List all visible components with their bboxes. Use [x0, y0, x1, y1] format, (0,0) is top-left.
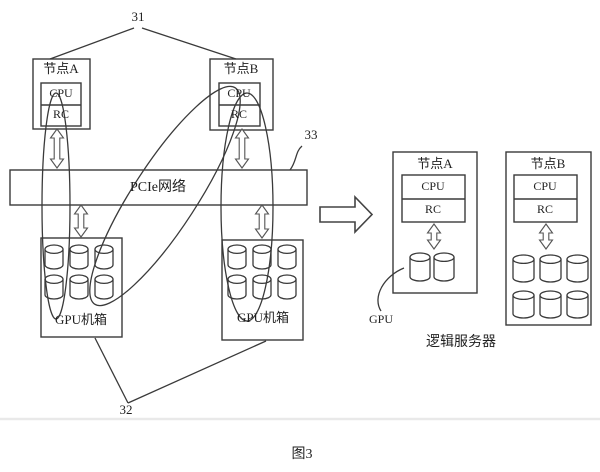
chassis-b-gpu-cylinder-top — [277, 244, 297, 255]
logical-server-caption: 逻辑服务器 — [426, 335, 496, 350]
logical-node-b-gpu-cylinder — [566, 295, 589, 319]
gpu-chassis-a-box — [40, 237, 123, 338]
node-b-cpu-label: CPU — [227, 86, 251, 100]
chassis-b-gpu-cylinder — [277, 249, 297, 270]
double-arrow-icon — [254, 204, 270, 239]
path-ellipse-cross — [89, 85, 241, 307]
chassis-a-gpu-cylinder-top — [94, 244, 114, 255]
logical-node-b-gpu-cylinder-top — [539, 254, 562, 265]
callout-32-label: 32 — [119, 402, 133, 417]
path-ellipse-node-b — [220, 92, 274, 322]
gpu-chassis-b-label: GPU机箱 — [236, 310, 290, 325]
node-a-cpu-label: CPU — [49, 86, 73, 100]
gpu-chassis-b-box — [221, 239, 304, 341]
logical-node-b-gpu-cylinder-top — [566, 254, 589, 265]
chassis-b-gpu-cylinder-top — [227, 244, 247, 255]
logical-node-a-cpu-label: CPU — [421, 179, 445, 193]
chassis-b-gpu-cylinder-top — [252, 244, 272, 255]
node-b-rc-label: RC — [230, 107, 248, 121]
double-arrow-icon — [234, 128, 250, 169]
pcie-network-label: PCIe网络 — [130, 180, 186, 195]
logical-node-a-gpu-cylinder — [433, 257, 455, 282]
node-a-box — [32, 58, 91, 130]
chassis-a-gpu-cylinder-top — [69, 244, 89, 255]
logical-node-b-cpu-label: CPU — [533, 179, 557, 193]
gpu-callout-label: GPU — [368, 312, 394, 326]
chassis-a-gpu-cylinder — [44, 279, 64, 300]
callout-32-line-left — [94, 337, 129, 404]
double-arrow-icon — [538, 223, 554, 250]
logical-node-b-gpu-cylinder-top — [512, 254, 535, 265]
logical-node-b-title: 节点B — [530, 156, 566, 171]
logical-node-b-gpu-cylinder — [566, 259, 589, 283]
callout-31-line-right — [141, 27, 237, 60]
callout-33-curve — [289, 145, 303, 171]
callout-32-line-right — [127, 340, 267, 404]
grouping-ellipses — [41, 85, 274, 322]
chassis-a-gpu-cylinder-top — [44, 274, 64, 285]
double-arrow-icon — [426, 223, 442, 250]
logical-node-a-gpu-cylinder — [409, 257, 431, 282]
chassis-a-gpu-cylinder-top — [69, 274, 89, 285]
figure-caption: 图3 — [291, 447, 313, 462]
gpu-chassis-a-label: GPU机箱 — [54, 312, 108, 327]
path-ellipse-node-a — [41, 92, 71, 320]
callout-33-label: 33 — [304, 127, 318, 142]
chassis-a-gpu-cylinder — [69, 249, 89, 270]
logical-node-b-gpu-cylinder-top — [539, 290, 562, 301]
node-a-title: 节点A — [43, 61, 79, 76]
callout-31-label: 31 — [131, 9, 145, 24]
chassis-a-gpu-cylinder — [69, 279, 89, 300]
logical-node-b-gpu-cylinder — [539, 295, 562, 319]
logical-node-a-gpu-cylinder-top — [409, 252, 431, 263]
generated-shapes — [44, 128, 589, 319]
callout-31-line-left — [49, 27, 135, 60]
gpu-callout-curve — [377, 267, 405, 312]
pcie-network-bar — [9, 169, 308, 206]
logical-node-a-gpu-cylinder-top — [433, 252, 455, 263]
chassis-a-gpu-cylinder-top — [44, 244, 64, 255]
chassis-b-gpu-cylinder — [277, 279, 297, 300]
node-a-rc-label: RC — [52, 107, 70, 121]
node-b-title: 节点B — [223, 61, 259, 76]
leader-lines — [49, 27, 405, 404]
chassis-b-gpu-cylinder — [227, 279, 247, 300]
transform-right-arrow-icon — [319, 195, 374, 234]
logical-node-b-box — [505, 151, 592, 326]
chassis-a-gpu-cylinder — [44, 249, 64, 270]
logical-node-b-gpu-cylinder — [512, 295, 535, 319]
logical-node-a-box — [392, 151, 478, 294]
chassis-a-gpu-cylinder-top — [94, 274, 114, 285]
chassis-b-gpu-cylinder — [227, 249, 247, 270]
chassis-b-gpu-cylinder — [252, 249, 272, 270]
logical-node-b-rc-label: RC — [536, 202, 554, 216]
chassis-b-gpu-cylinder-top — [227, 274, 247, 285]
chassis-a-gpu-cylinder — [94, 279, 114, 300]
logical-node-b-gpu-cylinder — [539, 259, 562, 283]
logical-node-b-gpu-cylinder-top — [512, 290, 535, 301]
logical-node-b-gpu-cylinder — [512, 259, 535, 283]
chassis-b-gpu-cylinder-top — [277, 274, 297, 285]
logical-node-b-gpu-cylinder-top — [566, 290, 589, 301]
logical-node-a-rc-label: RC — [424, 202, 442, 216]
double-arrow-icon — [73, 204, 89, 238]
logical-node-a-title: 节点A — [417, 156, 453, 171]
double-arrow-icon — [49, 128, 65, 169]
